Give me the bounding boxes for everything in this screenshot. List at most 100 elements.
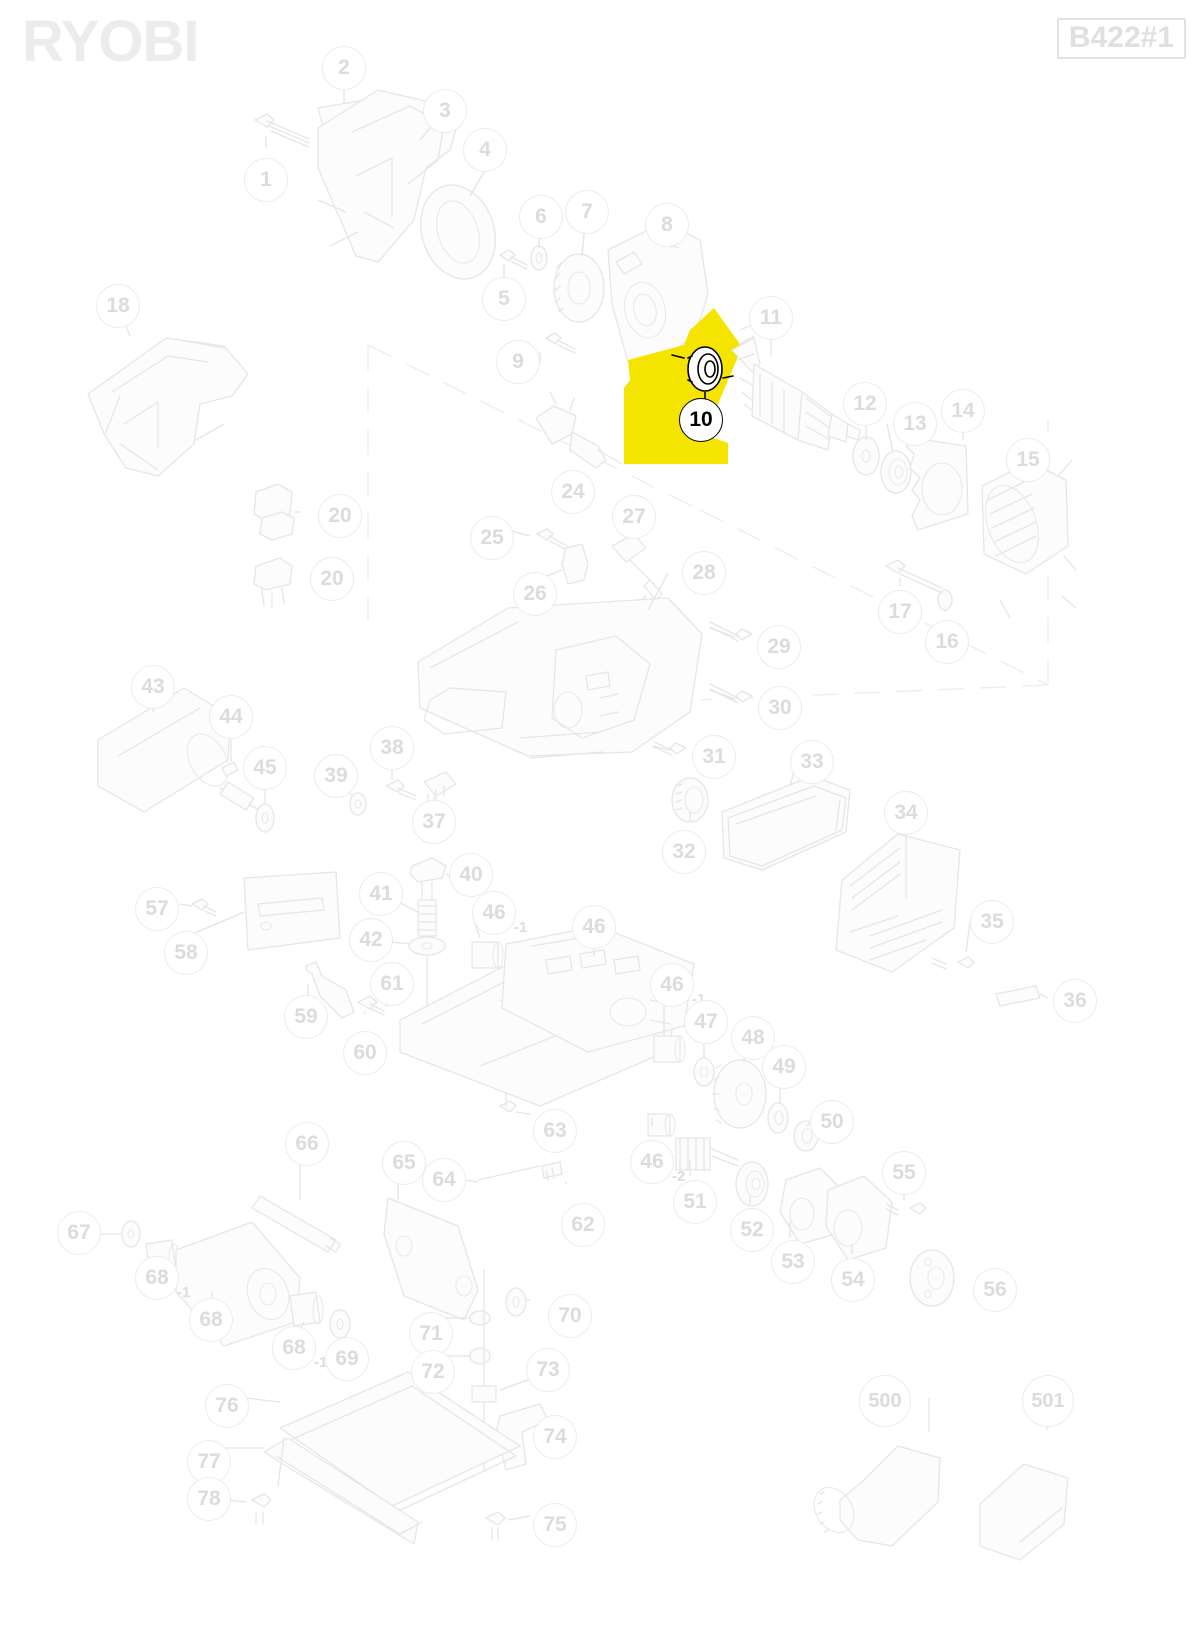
part-group-gears	[675, 1022, 955, 1307]
callout-34[interactable]: 34	[884, 791, 928, 835]
callout-69[interactable]: 69	[325, 1337, 369, 1381]
callout-66[interactable]: 66	[285, 1122, 329, 1166]
callout-68-1[interactable]: 68	[272, 1326, 316, 1370]
callout-20[interactable]: 20	[318, 494, 362, 538]
callout-28[interactable]: 28	[682, 551, 726, 595]
callout-56[interactable]: 56	[973, 1268, 1017, 1312]
callout-14[interactable]: 14	[941, 389, 985, 433]
callout-501[interactable]: 501	[1022, 1375, 1074, 1427]
callout-suffix-46-1: -1	[514, 919, 528, 936]
part-group-handle	[87, 305, 249, 477]
model-badge: B422#1	[1056, 18, 1186, 59]
callout-55[interactable]: 55	[882, 1151, 926, 1195]
callout-33[interactable]: 33	[790, 740, 834, 784]
callout-suffix-68-1: -1	[177, 1284, 191, 1301]
callout-68-1[interactable]: 68	[135, 1256, 179, 1300]
callout-53[interactable]: 53	[771, 1240, 815, 1284]
part-10-bearing	[671, 346, 734, 414]
callout-18[interactable]: 18	[96, 284, 140, 328]
callout-3[interactable]: 3	[423, 89, 467, 133]
callout-12[interactable]: 12	[843, 382, 887, 426]
callout-49[interactable]: 49	[762, 1045, 806, 1089]
callout-1[interactable]: 1	[244, 158, 288, 202]
callout-76[interactable]: 76	[205, 1384, 249, 1428]
callout-65[interactable]: 65	[382, 1141, 426, 1185]
callout-13[interactable]: 13	[893, 402, 937, 446]
callout-15[interactable]: 15	[1006, 438, 1050, 482]
callout-47[interactable]: 47	[684, 1000, 728, 1044]
callout-63[interactable]: 63	[533, 1109, 577, 1153]
part-group-switches	[253, 483, 300, 609]
callout-46-1[interactable]: 46	[472, 891, 516, 935]
callout-27[interactable]: 27	[612, 495, 656, 539]
callout-75[interactable]: 75	[533, 1503, 577, 1547]
callout-41[interactable]: 41	[359, 872, 403, 916]
callout-39[interactable]: 39	[314, 754, 358, 798]
part-group-armature	[731, 318, 1077, 619]
callout-7[interactable]: 7	[565, 190, 609, 234]
callout-31[interactable]: 31	[692, 735, 736, 779]
callout-4[interactable]: 4	[463, 128, 507, 172]
callout-46-1[interactable]: 46	[650, 963, 694, 1007]
callout-16[interactable]: 16	[925, 620, 969, 664]
callout-46-2[interactable]: 46	[630, 1140, 674, 1184]
callout-72[interactable]: 72	[411, 1350, 455, 1394]
part-group-table	[209, 1371, 521, 1545]
callout-8[interactable]: 8	[645, 203, 689, 247]
callout-36[interactable]: 36	[1053, 979, 1097, 1023]
callout-9[interactable]: 9	[496, 340, 540, 384]
ryobi-logo: RYOBI	[22, 9, 200, 74]
callout-64[interactable]: 64	[422, 1158, 466, 1202]
callout-62[interactable]: 62	[561, 1203, 605, 1247]
callout-26[interactable]: 26	[513, 572, 557, 616]
highlight-region	[624, 308, 742, 464]
callout-40[interactable]: 40	[449, 853, 493, 897]
callout-5[interactable]: 5	[482, 277, 526, 321]
callout-78[interactable]: 78	[187, 1477, 231, 1521]
callout-500[interactable]: 500	[859, 1375, 911, 1427]
callout-10[interactable]: 10	[679, 398, 723, 442]
callout-20[interactable]: 20	[310, 557, 354, 601]
callout-77[interactable]: 77	[187, 1440, 231, 1484]
callout-11[interactable]: 11	[749, 296, 793, 340]
part-group-belt-cover	[721, 763, 1049, 1007]
callout-52[interactable]: 52	[730, 1208, 774, 1252]
part-group-roller	[97, 687, 457, 833]
callout-42[interactable]: 42	[349, 918, 393, 962]
callout-17[interactable]: 17	[878, 590, 922, 634]
callout-51[interactable]: 51	[673, 1180, 717, 1224]
callout-37[interactable]: 37	[412, 800, 456, 844]
part-group-main-body	[417, 572, 753, 823]
callout-70[interactable]: 70	[548, 1294, 592, 1338]
callout-35[interactable]: 35	[970, 900, 1014, 944]
part-group-cord	[493, 391, 663, 609]
part-group-plate	[179, 871, 355, 1019]
callout-60[interactable]: 60	[343, 1031, 387, 1075]
callout-24[interactable]: 24	[551, 470, 595, 514]
callout-74[interactable]: 74	[533, 1415, 577, 1459]
callout-43[interactable]: 43	[131, 665, 175, 709]
callout-59[interactable]: 59	[284, 995, 328, 1039]
callout-25[interactable]: 25	[470, 516, 514, 560]
callout-30[interactable]: 30	[758, 686, 802, 730]
callout-46[interactable]: 46	[572, 905, 616, 949]
callout-61[interactable]: 61	[370, 962, 414, 1006]
callout-6[interactable]: 6	[519, 195, 563, 239]
callout-68[interactable]: 68	[189, 1298, 233, 1342]
callout-38[interactable]: 38	[370, 726, 414, 770]
callout-2[interactable]: 2	[322, 46, 366, 90]
callout-73[interactable]: 73	[526, 1348, 570, 1392]
callout-29[interactable]: 29	[757, 625, 801, 669]
callout-32[interactable]: 32	[662, 830, 706, 874]
callout-50[interactable]: 50	[810, 1100, 854, 1144]
callout-44[interactable]: 44	[209, 695, 253, 739]
callout-57[interactable]: 57	[135, 887, 179, 931]
callout-67[interactable]: 67	[57, 1211, 101, 1255]
callout-58[interactable]: 58	[164, 931, 208, 975]
callout-54[interactable]: 54	[831, 1258, 875, 1302]
callout-suffix-46-2: -2	[672, 1168, 686, 1185]
callout-45[interactable]: 45	[243, 746, 287, 790]
part-group-lower-roller	[80, 1146, 567, 1541]
